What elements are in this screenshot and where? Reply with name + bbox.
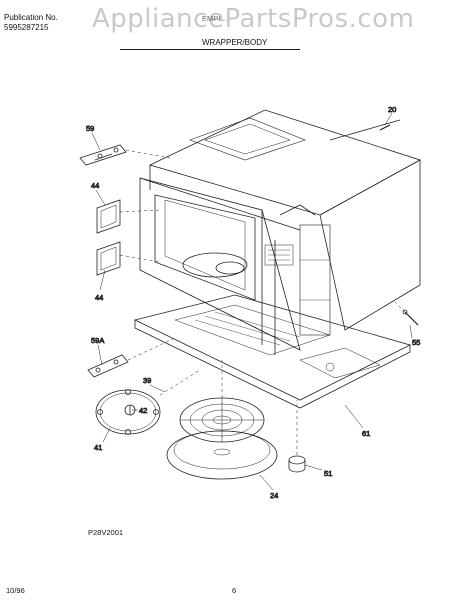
callout-39: 39 bbox=[143, 376, 151, 385]
glass-tray-part-24 bbox=[166, 430, 278, 480]
callout-61: 61 bbox=[362, 429, 370, 438]
watermark: AppliancePartsPros.com bbox=[92, 4, 415, 34]
oven-cavity-frame bbox=[139, 177, 331, 355]
callout-59: 59 bbox=[86, 124, 94, 133]
callout-55: 55 bbox=[412, 338, 420, 347]
page-number: 6 bbox=[232, 586, 237, 595]
cover-part-44-upper bbox=[96, 199, 121, 234]
callout-42: 42 bbox=[139, 406, 147, 415]
model-number: EMPI... bbox=[202, 14, 227, 23]
cover-part-44-lower bbox=[96, 241, 121, 276]
footer-date: 10/96 bbox=[6, 586, 25, 595]
callout-44-upper: 44 bbox=[91, 181, 99, 190]
turntable-support-part-39 bbox=[179, 397, 265, 443]
callout-20: 20 bbox=[388, 105, 396, 114]
assembly-lines bbox=[119, 149, 406, 455]
leader-lines bbox=[91, 112, 413, 491]
callout-24: 24 bbox=[270, 491, 278, 500]
screw-part-55 bbox=[402, 309, 419, 326]
title-rule bbox=[120, 49, 300, 50]
roller-ring-part-41 bbox=[95, 389, 161, 435]
callout-51: 51 bbox=[324, 469, 332, 478]
bracket-part-59a bbox=[87, 354, 129, 378]
callout-41: 41 bbox=[94, 443, 102, 452]
publication-number: 5995287215 bbox=[4, 23, 49, 32]
callout-44-lower: 44 bbox=[95, 293, 103, 302]
foot-part-51 bbox=[288, 455, 306, 473]
section-title: WRAPPER/BODY bbox=[202, 38, 268, 47]
diagram-code: P28V2001 bbox=[88, 528, 124, 537]
callout-59a: 59A bbox=[91, 336, 104, 345]
publication-label: Publication No. bbox=[4, 13, 58, 22]
bracket-part-59 bbox=[79, 144, 127, 166]
base-plate bbox=[133, 294, 412, 409]
wrapper-cabinet bbox=[148, 109, 422, 331]
